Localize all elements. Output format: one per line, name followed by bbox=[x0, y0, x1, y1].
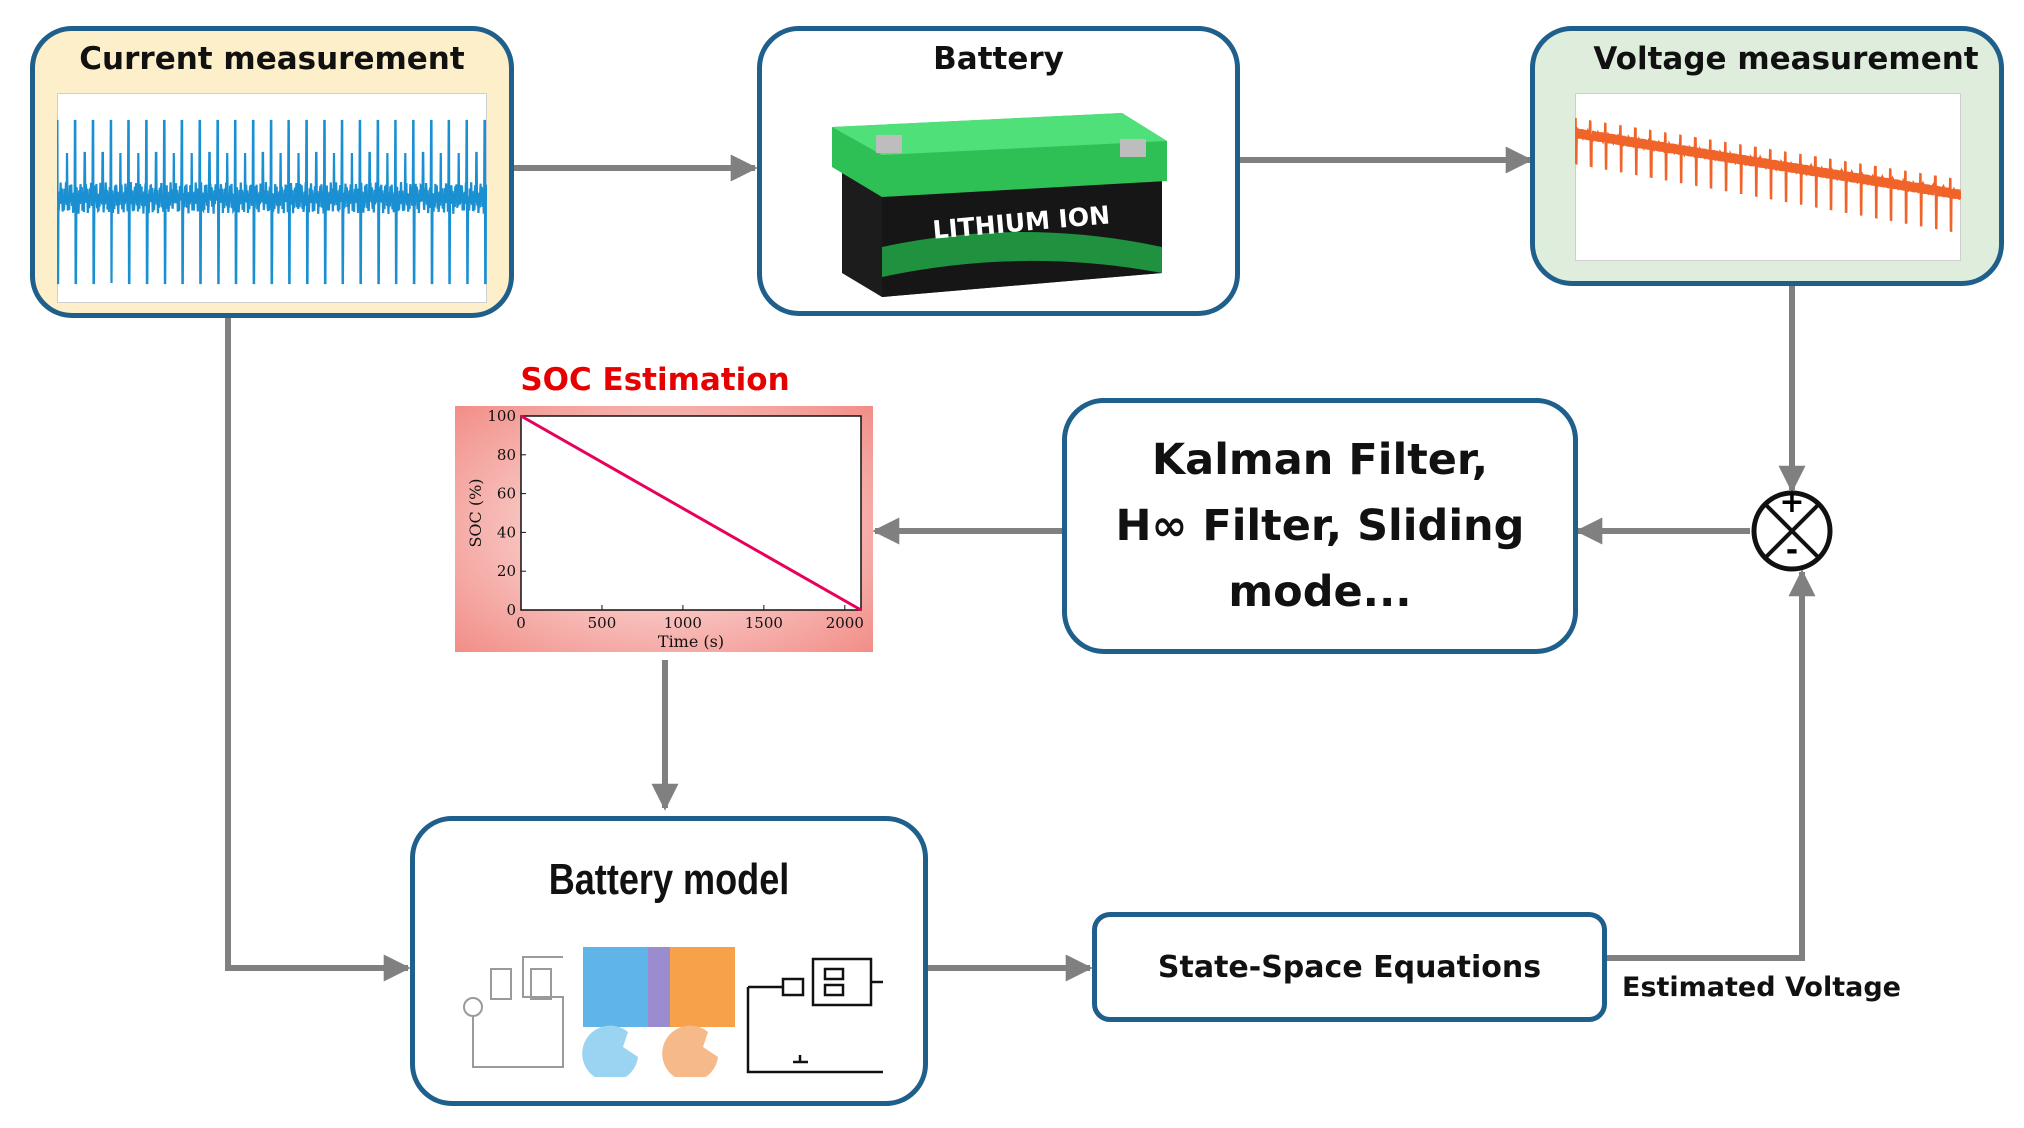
battery-model-box: Battery model bbox=[410, 816, 928, 1106]
battery-title: Battery bbox=[933, 41, 1064, 77]
soc-x-tick-label: 500 bbox=[588, 614, 617, 632]
current-measurement-title: Current measurement bbox=[79, 41, 465, 77]
arrow-current-to-model bbox=[225, 318, 411, 982]
voltage-measurement-title: Voltage measurement bbox=[1593, 41, 1979, 77]
battery-model-schematic bbox=[463, 947, 883, 1077]
soc-y-tick-label: 40 bbox=[497, 523, 516, 541]
estimator-line-1: Kalman Filter, bbox=[1151, 435, 1489, 485]
voltage-measurement-box: Voltage measurement bbox=[1530, 26, 2004, 286]
soc-x-tick-label: 2000 bbox=[826, 614, 864, 632]
arrow-statespace-to-summer bbox=[1605, 569, 1816, 961]
summer-plus: + bbox=[1779, 485, 1804, 520]
soc-y-tick-label: 60 bbox=[497, 485, 516, 503]
state-space-title: State-Space Equations bbox=[1157, 949, 1542, 985]
soc-x-tick-label: 0 bbox=[516, 614, 526, 632]
voltage-signal-plot bbox=[1575, 93, 1961, 261]
soc-estimation-title: SOC Estimation bbox=[520, 362, 790, 398]
estimator-line-3: mode... bbox=[1228, 567, 1412, 617]
soc-y-axis-label: SOC (%) bbox=[466, 478, 485, 547]
summer-minus: - bbox=[1786, 533, 1798, 568]
soc-series-line bbox=[520, 414, 862, 612]
estimator-box: Kalman Filter, H∞ Filter, Sliding mode..… bbox=[1062, 398, 1578, 654]
soc-x-tick-label: 1000 bbox=[664, 614, 702, 632]
state-space-box: State-Space Equations bbox=[1092, 912, 1607, 1022]
current-measurement-box: Current measurement bbox=[30, 26, 514, 318]
battery-image: LITHIUM ION bbox=[832, 113, 1167, 297]
soc-y-tick-label: 80 bbox=[497, 446, 516, 464]
estimator-line-2: H∞ Filter, Sliding bbox=[1115, 501, 1525, 551]
soc-y-tick-label: 100 bbox=[487, 407, 516, 425]
battery-model-title: Battery model bbox=[548, 855, 790, 904]
current-signal-plot bbox=[57, 93, 487, 303]
soc-y-tick-label: 20 bbox=[497, 562, 516, 580]
soc-x-axis-label: Time (s) bbox=[658, 632, 724, 651]
soc-x-tick-label: 1500 bbox=[745, 614, 783, 632]
soc-y-tick-label: 0 bbox=[506, 601, 516, 619]
estimated-voltage-label: Estimated Voltage bbox=[1622, 972, 1901, 1003]
battery-box: Battery LITHIUM ION bbox=[757, 26, 1240, 316]
summing-junction: + - bbox=[1751, 485, 1833, 572]
